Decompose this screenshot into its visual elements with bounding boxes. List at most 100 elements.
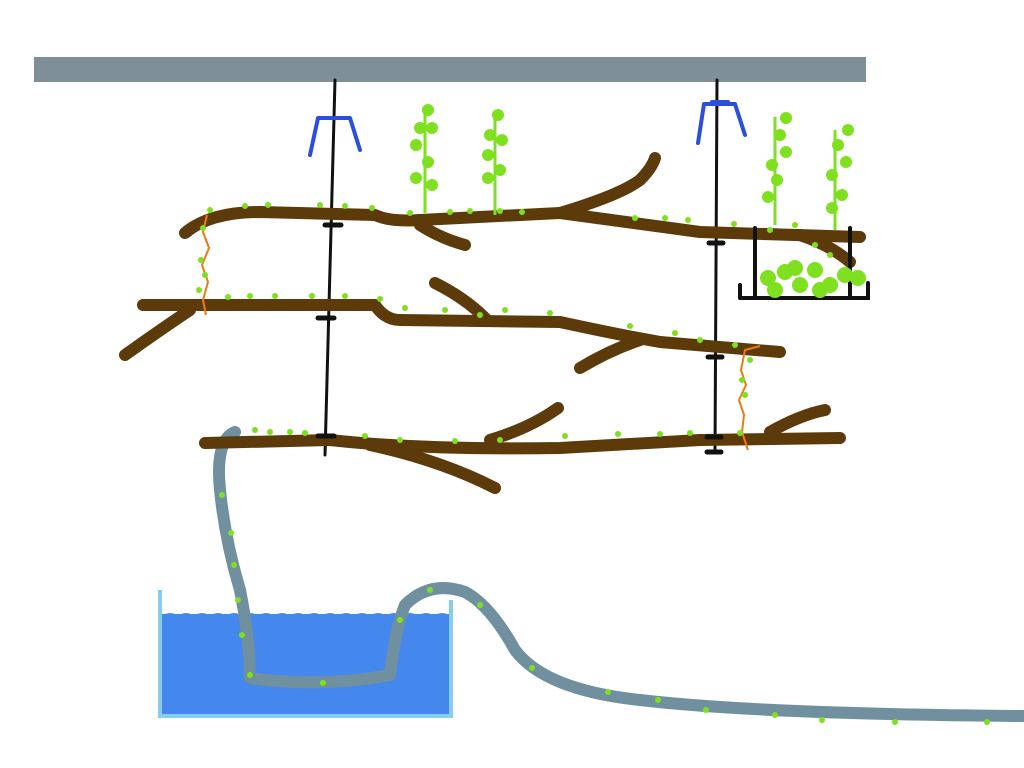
moss-dot (502, 307, 508, 313)
branch-bottom-twig-2 (484, 402, 564, 446)
moss-dot (235, 597, 241, 603)
branch-middle (137, 299, 786, 358)
moss-dot (984, 719, 990, 725)
branch-middle-twig-1 (429, 277, 491, 324)
moss-lines (200, 214, 761, 451)
moss-dot (655, 697, 661, 703)
branches (119, 152, 866, 494)
pole-right (713, 78, 719, 454)
moss-dot (519, 209, 525, 215)
branch-top-twig-2 (554, 152, 661, 219)
plant-leaf (826, 202, 838, 214)
moss-dot (497, 208, 503, 214)
branch-top-twig-1 (414, 219, 471, 251)
plant-leaf (766, 159, 778, 171)
moss-dot (772, 712, 778, 718)
branch-bottom-twig-3 (764, 404, 831, 438)
plant-leaf (832, 139, 844, 151)
hanger-right-icon (696, 100, 747, 145)
ceiling-bar (34, 57, 866, 82)
poles (323, 78, 719, 457)
basket-plant (760, 270, 776, 286)
moss-dot (202, 272, 208, 278)
moss-dot (247, 672, 253, 678)
moss-dot (697, 337, 703, 343)
plant-leaf (840, 156, 852, 168)
moss-dot (225, 294, 231, 300)
moss-dot (302, 430, 308, 436)
moss-dot (605, 689, 611, 695)
plant-leaf (410, 139, 422, 151)
hangers (308, 100, 747, 157)
moss-dot (320, 680, 326, 686)
basket (738, 226, 870, 300)
plants (410, 104, 866, 298)
basket-plant (767, 282, 783, 298)
plant-leaf (482, 149, 494, 161)
moss-dot (662, 215, 668, 221)
moss-dot (477, 312, 483, 318)
moss-dot (739, 377, 745, 383)
pole-left (323, 78, 337, 457)
branch-bottom (199, 432, 846, 455)
moss-dot (703, 707, 709, 713)
plant-leaf (780, 112, 792, 124)
plant-leaf (762, 191, 774, 203)
moss-dot (207, 207, 213, 213)
moss-dot (742, 392, 748, 398)
moss-dot (231, 562, 237, 568)
moss-dot (767, 227, 773, 233)
moss-dot (427, 587, 433, 593)
basket-plant (792, 277, 808, 293)
moss-dot (265, 202, 271, 208)
moss-dot (196, 287, 202, 293)
plant-leaf (414, 122, 426, 134)
basket-plant (812, 282, 828, 298)
moss-dot (200, 225, 206, 231)
moss-dot (377, 296, 383, 302)
moss-dot (562, 433, 568, 439)
moss-dot (362, 433, 368, 439)
moss-dot (632, 215, 638, 221)
moss-dot (732, 342, 738, 348)
moss-dot (615, 431, 621, 437)
moss-dots (196, 202, 990, 725)
branch-middle-curl (119, 304, 196, 361)
plant-leaf (494, 164, 506, 176)
moss-dot (219, 492, 225, 498)
moss-dot (467, 208, 473, 214)
moss-dot (287, 429, 293, 435)
moss-dot (402, 305, 408, 311)
plant-leaf (496, 134, 508, 146)
plant-leaf (426, 179, 438, 191)
moss-dot (397, 437, 403, 443)
moss-dot (342, 203, 348, 209)
plant-leaf (492, 109, 504, 121)
water (162, 614, 450, 714)
branch-top (179, 206, 866, 243)
moss-dot (731, 221, 737, 227)
moss-dot (242, 203, 248, 209)
moss-dot (812, 242, 818, 248)
moss-dot (687, 430, 693, 436)
hose (213, 426, 1024, 722)
plant-leaf (842, 124, 854, 136)
moss-dot (672, 330, 678, 336)
pole-clamps (315, 222, 726, 455)
moss-dot (477, 602, 483, 608)
branch-bottom-twig-1 (364, 439, 501, 494)
moss-dot (827, 252, 833, 258)
moss-dot (529, 665, 535, 671)
moss-dot (547, 310, 553, 316)
tank-outline (158, 590, 453, 718)
moss-dot (342, 293, 348, 299)
basket-plant (807, 262, 823, 278)
moss-dot (452, 438, 458, 444)
moss-dot (792, 222, 798, 228)
moss-dot (819, 717, 825, 723)
branch-top-twig-3 (794, 229, 856, 268)
moss-dot (309, 293, 315, 299)
moss-dot (447, 209, 453, 215)
moss-dot (198, 257, 204, 263)
